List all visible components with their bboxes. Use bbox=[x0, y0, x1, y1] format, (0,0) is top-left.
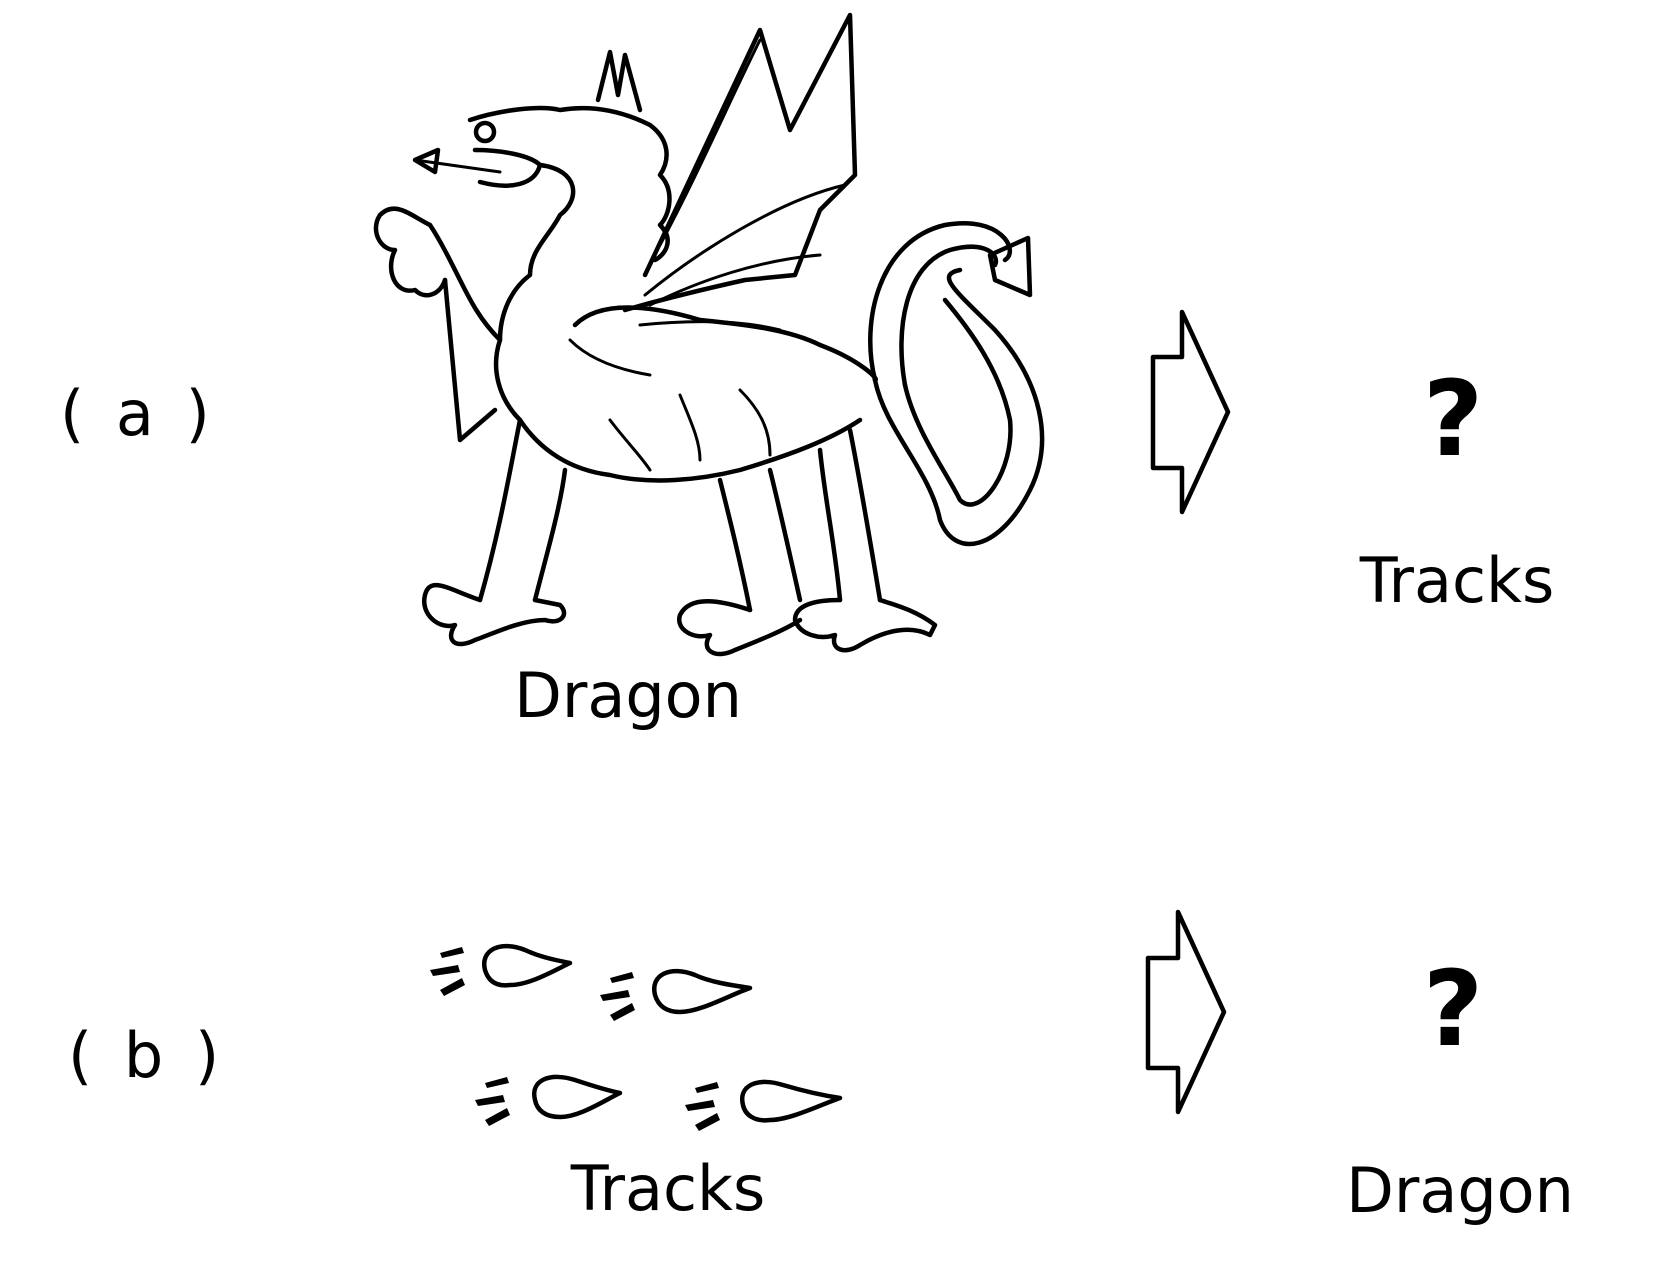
panel-b-label: ( b ) bbox=[68, 1019, 225, 1092]
panel-a-question-mark: ? bbox=[1423, 358, 1483, 480]
panel-a-label: ( a ) bbox=[60, 377, 216, 450]
footprint bbox=[475, 1074, 623, 1126]
tracks-icon bbox=[430, 943, 843, 1131]
panel-a: ( a ) bbox=[60, 12, 1555, 732]
footprint bbox=[430, 943, 573, 996]
panel-b-question-mark: ? bbox=[1423, 948, 1483, 1070]
footprint bbox=[600, 968, 753, 1021]
footprint bbox=[685, 1079, 843, 1131]
dragon-icon bbox=[373, 12, 1045, 657]
panel-b-source-caption: Tracks bbox=[570, 1152, 766, 1225]
right-arrow-icon bbox=[1145, 909, 1227, 1115]
right-arrow-icon bbox=[1150, 309, 1231, 515]
panel-a-result-caption: Tracks bbox=[1359, 544, 1555, 617]
panel-b: ( b ) bbox=[68, 909, 1574, 1227]
panel-b-result-caption: Dragon bbox=[1346, 1154, 1574, 1227]
panel-a-source-caption: Dragon bbox=[514, 659, 742, 732]
